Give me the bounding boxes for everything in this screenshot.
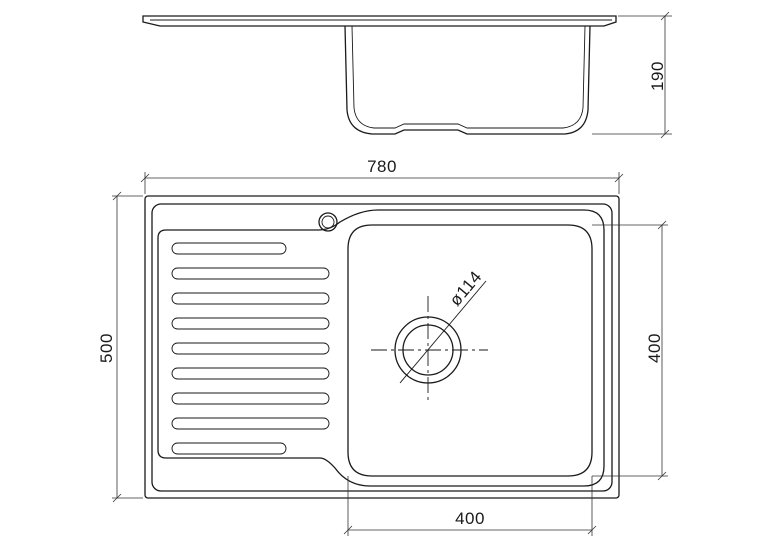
dim-bowl-length: 400 — [645, 333, 664, 363]
drain: ø114 — [371, 267, 488, 403]
plan-view: ø114 780 500 400 400 — [97, 157, 668, 536]
dim-overall-depth: 500 — [97, 333, 116, 363]
dim-overall-width: 780 — [367, 157, 397, 176]
dim-bowl-height: 190 — [648, 61, 667, 91]
dim-bowl-width: 400 — [455, 509, 485, 528]
side-view: 190 — [142, 11, 672, 139]
tap-hole — [318, 212, 338, 232]
drainer-ribs — [171, 242, 330, 455]
bowl-inner — [347, 224, 593, 477]
